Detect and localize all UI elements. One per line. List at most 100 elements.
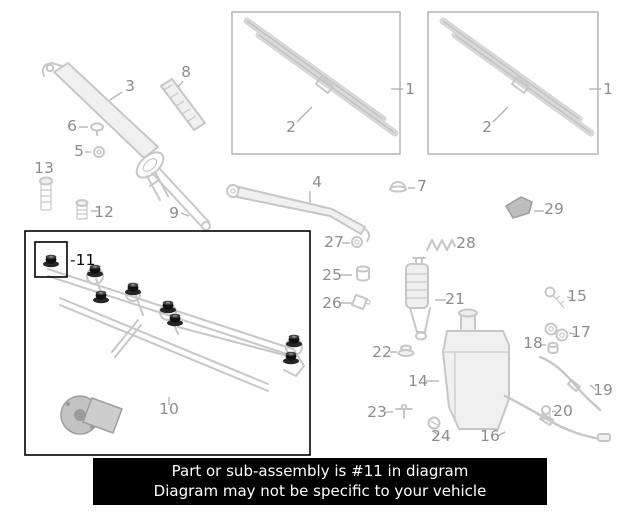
insert-icon xyxy=(160,78,206,131)
part-22-grommet: 22 xyxy=(372,343,415,361)
part-label-25: 25 xyxy=(322,266,342,284)
part-label-20: 20 xyxy=(553,402,573,420)
part-label-23: 23 xyxy=(367,403,387,421)
nozzle-icon xyxy=(395,408,413,419)
screw-icon xyxy=(544,286,556,298)
part-14-washer-reservoir: 14 xyxy=(408,308,510,430)
highlight-box-part-11: 10 -11 xyxy=(24,230,311,456)
part-13-bolt: 13 xyxy=(34,159,54,211)
part-label-11: -11 xyxy=(70,251,95,269)
part-23-nozzle: 23 xyxy=(367,403,413,421)
part-label-4: 4 xyxy=(312,173,322,191)
part-label-7: 7 xyxy=(417,177,427,195)
part-7-cap: 7 xyxy=(389,177,427,195)
leader-line xyxy=(109,91,123,101)
part-4-wiper-arm: 4 xyxy=(226,173,371,242)
crank-icon xyxy=(111,319,142,358)
part-label-24: 24 xyxy=(431,427,451,445)
washer-icon xyxy=(544,322,558,336)
cap-icon xyxy=(356,265,370,273)
part-label-10: 10 xyxy=(159,400,179,418)
part-5-nut: 5 xyxy=(74,142,105,160)
part-label-1: 1 xyxy=(405,80,415,98)
info-banner: Part or sub-assembly is #11 in diagram D… xyxy=(93,458,547,505)
part-label-26: 26 xyxy=(322,294,342,312)
leader-line xyxy=(296,106,313,123)
elbow-icon xyxy=(351,294,368,310)
part-label-28: 28 xyxy=(456,234,476,252)
part-label-9: 9 xyxy=(169,204,179,222)
part-10-linkage-frame: 10 xyxy=(47,267,305,418)
leader-line xyxy=(492,106,509,123)
bushing-icon xyxy=(547,342,559,348)
part-label-27: 27 xyxy=(324,233,344,251)
hose-icon xyxy=(538,355,602,412)
leader-line xyxy=(497,431,506,437)
nut-icon xyxy=(93,146,105,158)
cap-icon xyxy=(390,181,406,189)
reservoir-icon xyxy=(442,330,510,430)
part-label-29: 29 xyxy=(544,200,564,218)
callout-box xyxy=(34,241,68,278)
valve-icon xyxy=(427,416,441,430)
part-3-wiper-arm: 3 xyxy=(42,62,169,201)
part-label-6: 6 xyxy=(67,117,77,135)
part-label-13: 13 xyxy=(34,159,54,177)
part-label-3: 3 xyxy=(125,77,135,95)
part-label-12: 12 xyxy=(94,203,114,221)
part-label-2: 2 xyxy=(286,118,296,136)
blade-box-left-frame xyxy=(231,11,401,155)
bolt-icon xyxy=(75,199,89,207)
part-label-5: 5 xyxy=(74,142,84,160)
part-9-link-rod: 9 xyxy=(151,167,211,231)
highlight-box-frame xyxy=(24,230,311,456)
blade-connector-icon xyxy=(315,76,334,94)
part-label-14: 14 xyxy=(408,372,428,390)
leader-line xyxy=(177,80,184,88)
spring-clip-icon xyxy=(426,239,456,251)
part-label-18: 18 xyxy=(523,334,543,352)
leader-line xyxy=(180,212,190,217)
part-label-22: 22 xyxy=(372,343,392,361)
grommet-highlight-icon xyxy=(43,254,59,268)
grommet-highlight-icon xyxy=(93,290,109,304)
part-label-16: 16 xyxy=(480,427,500,445)
part-15-screw: 15 xyxy=(544,286,587,309)
blade-connector-icon xyxy=(511,76,530,94)
washer-icon xyxy=(555,328,569,342)
wiper-arm-icon xyxy=(53,62,159,159)
wiper-blade-box-right: 2 1 xyxy=(427,11,613,155)
part-label-19: 19 xyxy=(593,381,613,399)
hatch-lines xyxy=(163,84,197,122)
part-19-hose: 19 xyxy=(538,355,613,412)
part-6-cap: 6 xyxy=(67,117,104,136)
part-11-callout: -11 xyxy=(34,241,95,278)
arm-hook-icon xyxy=(42,62,63,77)
part-label-1: 1 xyxy=(603,80,613,98)
leader-line xyxy=(589,384,597,391)
bolt-icon xyxy=(39,176,53,186)
part-label-2: 2 xyxy=(482,118,492,136)
part-12-bolt: 12 xyxy=(75,199,114,221)
leader-line xyxy=(551,410,557,413)
grommet-icon xyxy=(351,236,363,248)
banner-line1: Part or sub-assembly is #11 in diagram xyxy=(171,462,469,480)
part-label-8: 8 xyxy=(181,63,191,81)
part-21-washer-pump: 21 xyxy=(405,257,465,341)
cap-icon xyxy=(90,122,104,132)
part-28-spring-clip: 28 xyxy=(426,234,476,252)
linkage-bar-icon xyxy=(59,297,269,392)
part-17-washers: 17 xyxy=(544,322,591,342)
part-25-cap: 25 xyxy=(322,265,370,284)
part-29-cover: 29 xyxy=(504,196,564,219)
part-26-elbow: 26 xyxy=(322,294,371,312)
part-24-check-valve: 24 xyxy=(427,416,451,445)
part-27-grommet: 27 xyxy=(324,233,363,251)
part-label-17: 17 xyxy=(571,323,591,341)
pump-body-icon xyxy=(405,263,429,309)
fitting-icon xyxy=(541,405,551,415)
part-20-fitting: 20 xyxy=(541,402,573,420)
link-rod-icon xyxy=(151,167,210,228)
part-8-blade-insert: 8 xyxy=(160,63,206,131)
